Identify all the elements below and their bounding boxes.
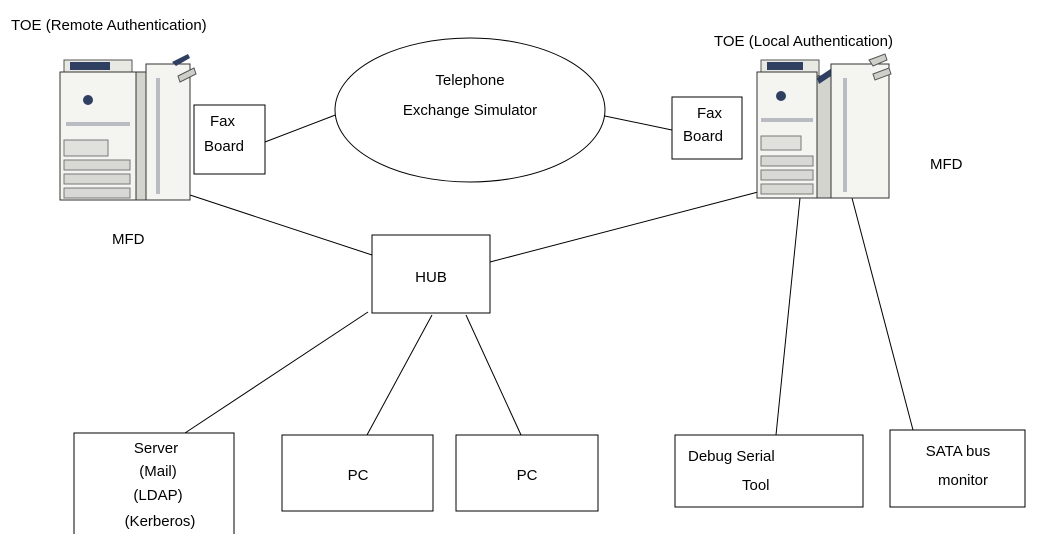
server-line4: (Kerberos): [125, 513, 196, 530]
pc-box: [455, 434, 599, 512]
printer-icon: [59, 54, 197, 201]
fax-board-right: [671, 96, 743, 160]
sata-bus-monitor-box: [889, 429, 1026, 508]
link-hub-mfd-right: [489, 191, 759, 263]
pc-label: PC: [517, 467, 538, 484]
hub-box: [371, 234, 491, 314]
exchange-line2: Exchange Simulator: [403, 102, 537, 119]
exchange-line1: Telephone: [435, 72, 504, 89]
link-hub-pc1: [366, 314, 433, 436]
printer-icon: [756, 53, 892, 199]
server-line3: (LDAP): [133, 487, 182, 504]
debug-line2: Tool: [742, 477, 770, 494]
fax-board-right-line2: Board: [683, 128, 723, 145]
link-mfd-right-debug: [775, 197, 801, 436]
remote-toe-title: TOE (Remote Authentication): [11, 17, 207, 34]
link-exchange-fax-right: [599, 114, 673, 131]
debug-serial-tool-box: [674, 434, 864, 508]
fax-board-left: [193, 104, 266, 175]
link-mfd-right-sata: [851, 197, 914, 431]
connections: [184, 113, 914, 436]
debug-line1: Debug Serial: [688, 448, 775, 465]
mfd-right-label: MFD: [930, 156, 963, 173]
link-hub-server: [184, 311, 369, 434]
server-line2: (Mail): [139, 463, 177, 480]
telephone-exchange-simulator: [334, 37, 606, 183]
link-mfd-left-hub: [189, 194, 373, 256]
sata-line1: SATA bus: [926, 443, 990, 460]
server-box: [73, 432, 235, 539]
mfd-left-label: MFD: [112, 231, 145, 248]
link-fax-left-exchange: [264, 113, 339, 143]
hub-label: HUB: [415, 269, 447, 286]
fax-board-left-line2: Board: [204, 138, 244, 155]
pc-label: PC: [348, 467, 369, 484]
link-hub-pc2: [465, 314, 522, 436]
local-toe-title: TOE (Local Authentication): [714, 33, 893, 50]
sata-line2: monitor: [938, 472, 988, 489]
fax-board-left-line1: Fax: [210, 113, 236, 130]
fax-board-right-line1: Fax: [697, 105, 723, 122]
pc-box: [281, 434, 434, 512]
server-line1: Server: [134, 440, 178, 457]
